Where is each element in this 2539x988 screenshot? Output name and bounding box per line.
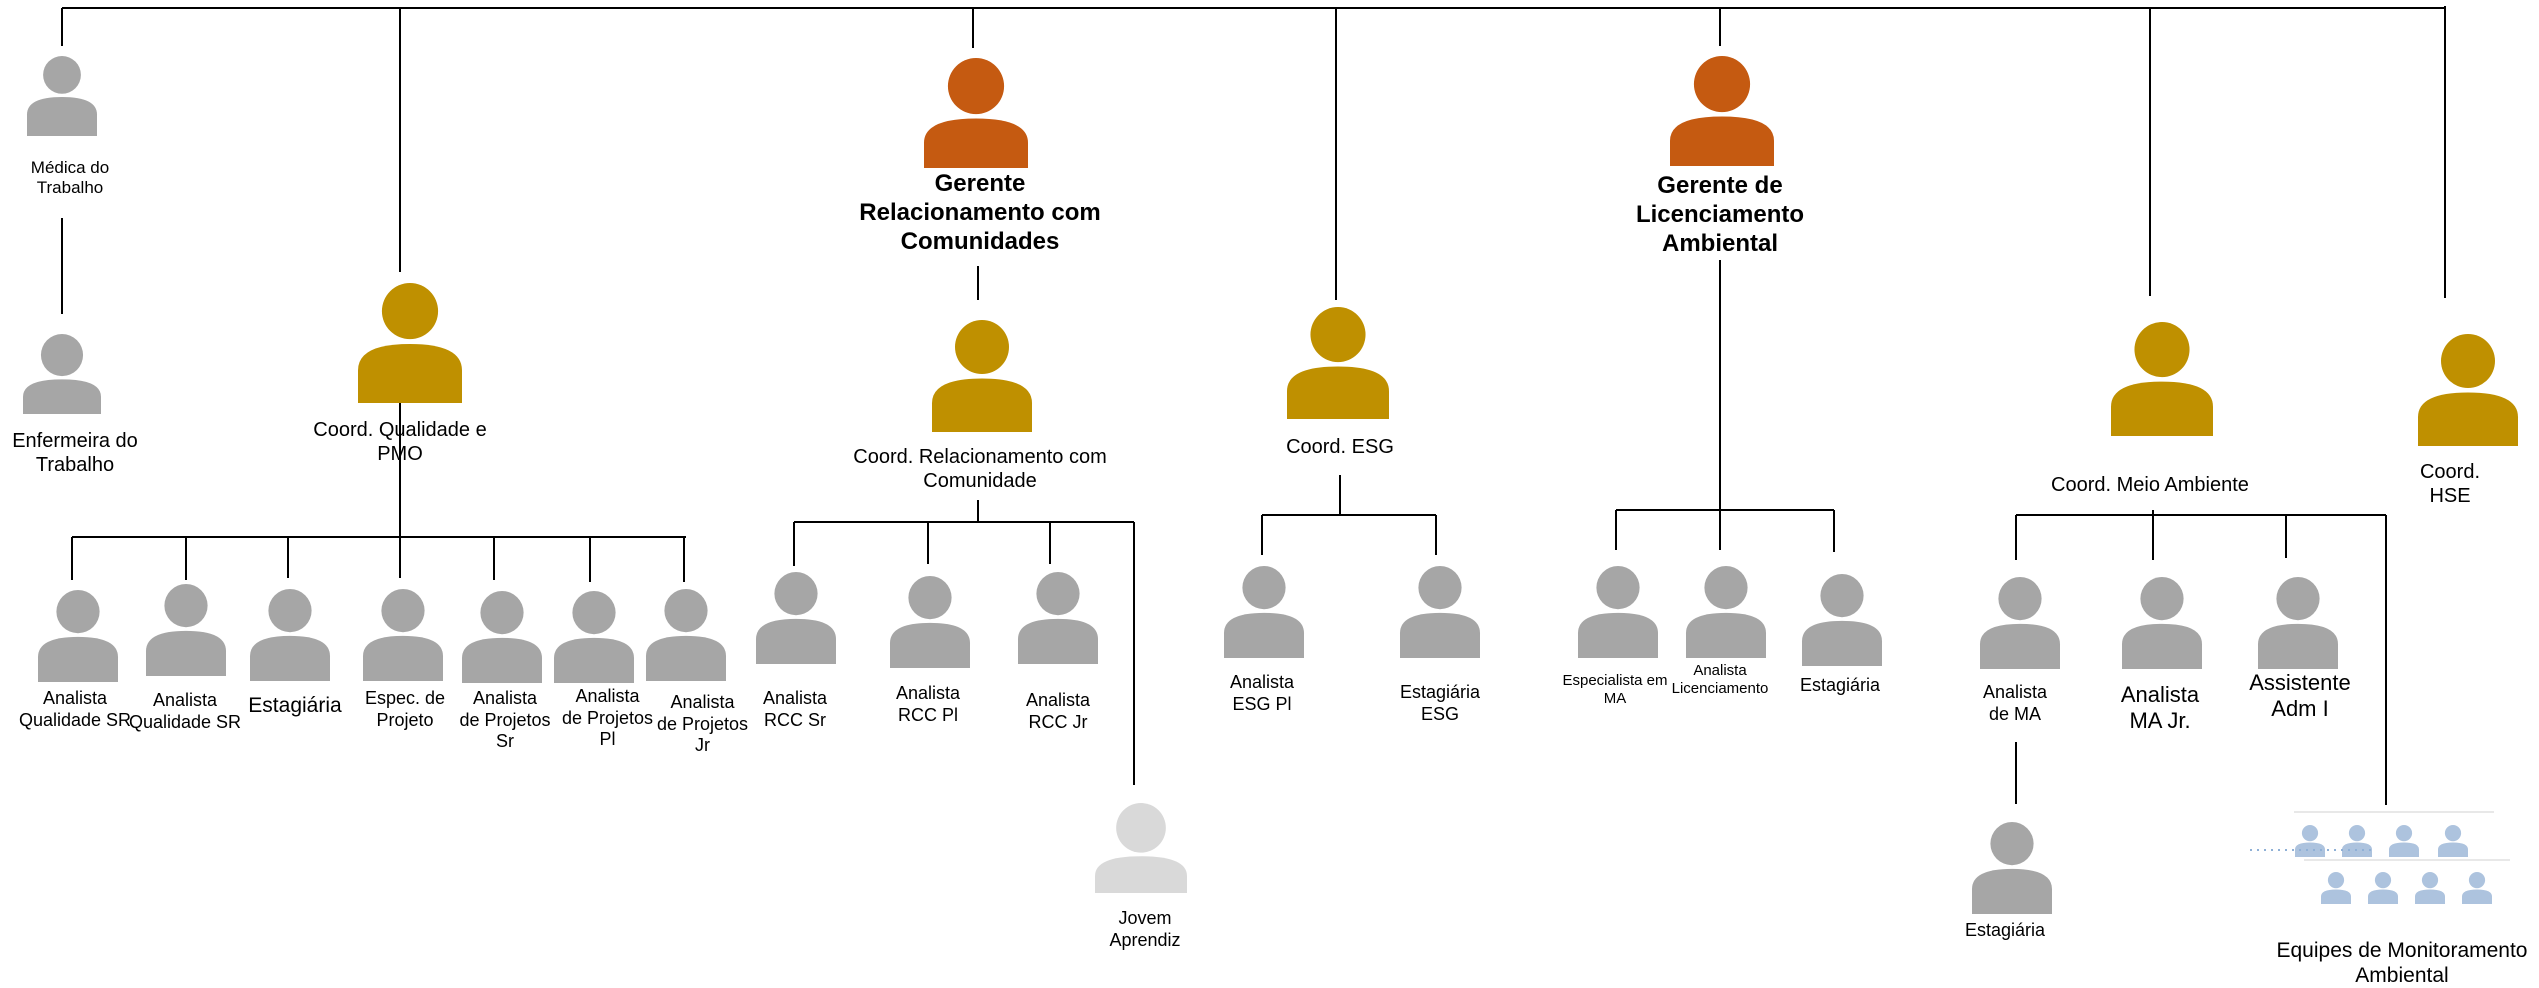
label-analista-rcc-sr: Analista RCC Sr <box>762 688 828 730</box>
label-coord-meio-ambiente: Coord. Meio Ambiente <box>2051 474 2249 496</box>
staff-person-icon <box>1802 574 1882 666</box>
staff-person-icon <box>2258 577 2338 669</box>
label-coord-esg: Coord. ESG <box>1286 436 1394 458</box>
label-analista-projetos-pl: Analista de Projetos Pl <box>561 686 654 750</box>
label-assistente-adm: Assistente Adm I <box>2249 670 2351 722</box>
label-equipes-monitoramento: Equipes de Monitoramento Ambiental <box>2276 939 2528 988</box>
label-estagiaria-licenciamento: Estagiária <box>1799 675 1881 695</box>
manager-person-icon <box>1670 56 1774 166</box>
staff-person-icon <box>250 589 330 681</box>
label-analista-ma: Analista de MA <box>1982 682 2048 724</box>
staff-person-icon <box>1972 822 2052 914</box>
staff-person-icon <box>1686 566 1766 658</box>
label-estagiaria-qualidade: Estagiária <box>248 694 342 717</box>
label-coord-rel-comunidade: Coord. Relacionamento com Comunidade <box>853 446 1107 492</box>
person-icons <box>23 56 2518 914</box>
team-member-icon <box>2321 872 2351 904</box>
label-gerente-rel-comunidades: Gerente Relacionamento com Comunidades <box>859 170 1101 255</box>
staff-person-icon <box>1578 566 1658 658</box>
label-gerente-licenciamento: Gerente de Licenciamento Ambiental <box>1635 172 1805 257</box>
staff-person-icon <box>27 56 97 136</box>
label-analista-esg-pl: Analista ESG Pl <box>1229 672 1295 714</box>
staff-person-icon <box>1980 577 2060 669</box>
staff-person-icon <box>1224 566 1304 658</box>
label-enfermeira: Enfermeira do Trabalho <box>12 430 138 476</box>
monitoring-teams-icon <box>2250 811 2510 861</box>
coordinator-person-icon <box>932 320 1032 432</box>
staff-person-icon <box>1400 566 1480 658</box>
apprentice-person-icon <box>1095 803 1187 893</box>
staff-person-icon <box>2122 577 2202 669</box>
manager-person-icon <box>924 58 1028 168</box>
team-member-icon <box>2389 825 2419 857</box>
coordinator-person-icon <box>2111 322 2213 436</box>
coordinator-person-icon <box>2418 334 2518 446</box>
staff-person-icon <box>38 590 118 682</box>
team-member-icon <box>2342 825 2372 857</box>
label-estagiaria-ma: Estagiária <box>1964 920 2046 940</box>
staff-person-icon <box>363 589 443 681</box>
label-analista-rcc-jr: Analista RCC Jr <box>1025 690 1091 732</box>
connector-lines <box>61 6 2446 805</box>
team-member-icon <box>2438 825 2468 857</box>
coordinator-person-icon <box>1287 307 1389 419</box>
staff-person-icon <box>462 591 542 683</box>
label-espec-projeto: Espec. de Projeto <box>364 688 446 730</box>
team-member-icon <box>2462 872 2492 904</box>
staff-person-icon <box>890 576 970 668</box>
label-analista-qualidade-2: Analista Qualidade SR <box>128 690 242 732</box>
staff-person-icon <box>646 589 726 681</box>
label-coord-hse: Coord. HSE <box>2419 461 2481 507</box>
staff-person-icon <box>1018 572 1098 664</box>
team-member-icon <box>2368 872 2398 904</box>
team-divider-line <box>2294 811 2510 861</box>
label-especialista-ma: Especialista em MA <box>1562 672 1668 707</box>
label-analista-projetos-sr: Analista de Projetos Sr <box>459 688 551 752</box>
staff-person-icon <box>23 334 101 414</box>
label-medica: Médica do Trabalho <box>30 158 110 198</box>
label-analista-rcc-pl: Analista RCC Pl <box>895 683 961 725</box>
staff-person-icon <box>756 572 836 664</box>
coordinator-person-icon <box>358 283 462 403</box>
label-analista-ma-jr: Analista MA Jr. <box>2120 682 2200 734</box>
staff-person-icon <box>554 591 634 683</box>
label-analista-qualidade-1: Analista Qualidade SR <box>18 688 132 730</box>
team-member-icon <box>2415 872 2445 904</box>
label-jovem-aprendiz: Jovem Aprendiz <box>1109 908 1181 950</box>
label-analista-licenciamento: Analista Licenciamento <box>1671 662 1769 697</box>
label-coord-qualidade: Coord. Qualidade e PMO <box>313 419 487 465</box>
label-estagiaria-esg: Estagiária ESG <box>1399 682 1481 724</box>
label-analista-projetos-jr: Analista de Projetos Jr <box>656 692 749 756</box>
staff-person-icon <box>146 584 226 676</box>
team-member-icon <box>2295 825 2325 857</box>
